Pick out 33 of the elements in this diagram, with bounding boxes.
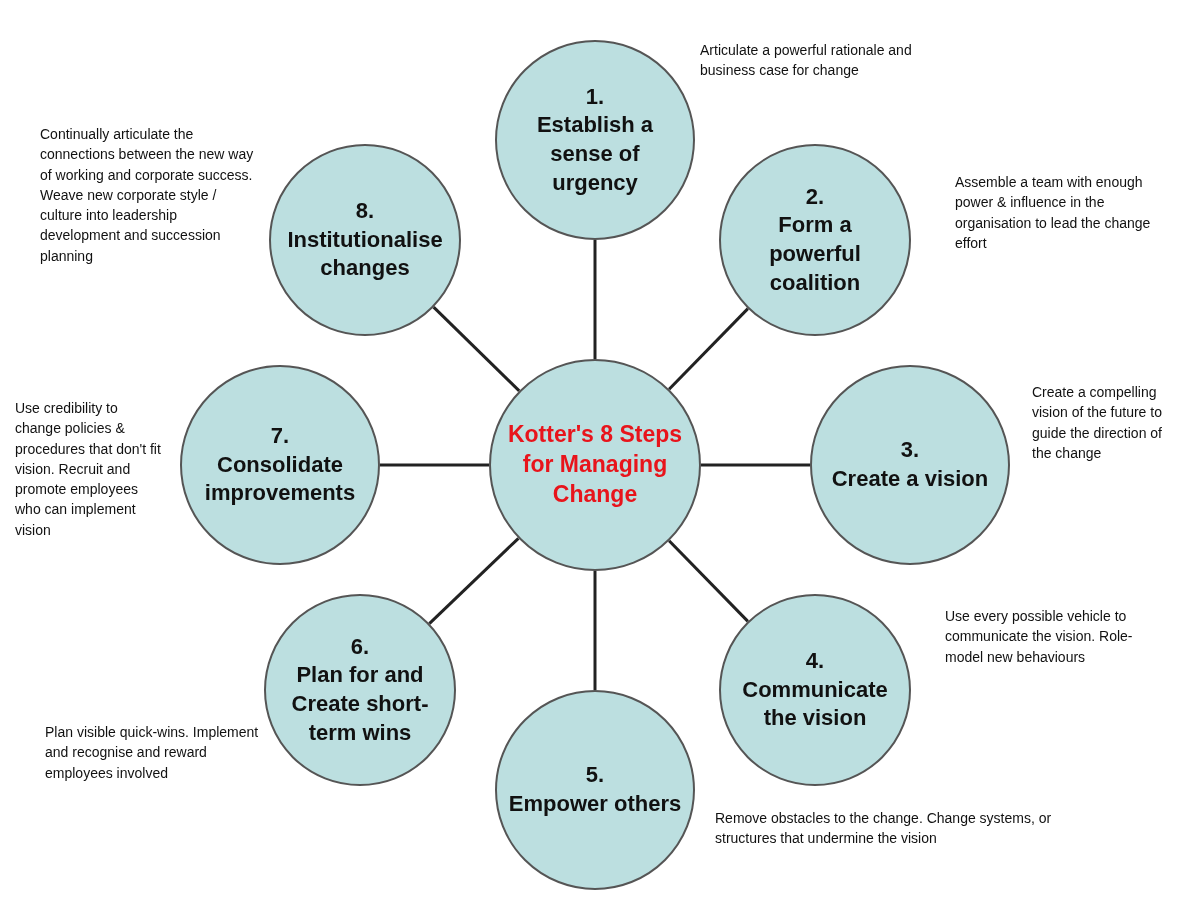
connector-line [701, 463, 810, 467]
step-description: Articulate a powerful rationale and business case for change [700, 41, 913, 81]
step-number: 2. [805, 182, 825, 211]
step-number: 6. [350, 632, 370, 661]
step-number: 5. [585, 761, 605, 790]
step-description: Plan visible quick-wins. Implement and recognise and reward employees involved [45, 723, 260, 783]
step-title: Plan for and Create short-term wins [290, 661, 430, 747]
step-description: Continually articulate the connections between the new way of working and corporate success. Weave new corporate style / culture into leadership development and succession planning [40, 125, 255, 266]
step-title: Consolidate improvements [203, 450, 357, 508]
connector-line [668, 539, 749, 623]
step-title: Communicate the vision [741, 675, 889, 733]
step-description: Create a compelling vision of the future to guide the direction of the change [1032, 383, 1163, 463]
central-label: Kotter's 8 Steps for Managing Change [506, 420, 684, 509]
step-title: Form a powerful coalition [768, 211, 862, 297]
connector-line [428, 537, 520, 625]
step-number: 7. [270, 422, 290, 451]
step-description: Use every possible vehicle to communicate the vision. Role-model new behaviours [945, 607, 1134, 667]
connector-line [593, 571, 597, 690]
step-number: 1. [585, 82, 605, 111]
connector-line [593, 240, 597, 359]
step-number: 3. [900, 436, 920, 465]
step-description: Use credibility to change policies & procedures that don't fit vision. Recruit and promote employees who can implement vision [15, 399, 162, 540]
step-title: Institutionalise changes [286, 225, 444, 283]
step-title: Create a vision [830, 465, 990, 493]
connector-line [432, 306, 521, 392]
step-title: Establish a sense of urgency [535, 111, 655, 197]
step-number: 8. [355, 197, 375, 226]
connector-line [380, 463, 489, 467]
step-description: Remove obstacles to the change. Change systems, or structures that undermine the vision [715, 809, 1053, 849]
step-title: Empower others [507, 790, 683, 818]
step-description: Assemble a team with enough power & influence in the organisation to lead the change effort [955, 173, 1152, 253]
step-number: 4. [805, 647, 825, 676]
connector-line [668, 307, 749, 391]
